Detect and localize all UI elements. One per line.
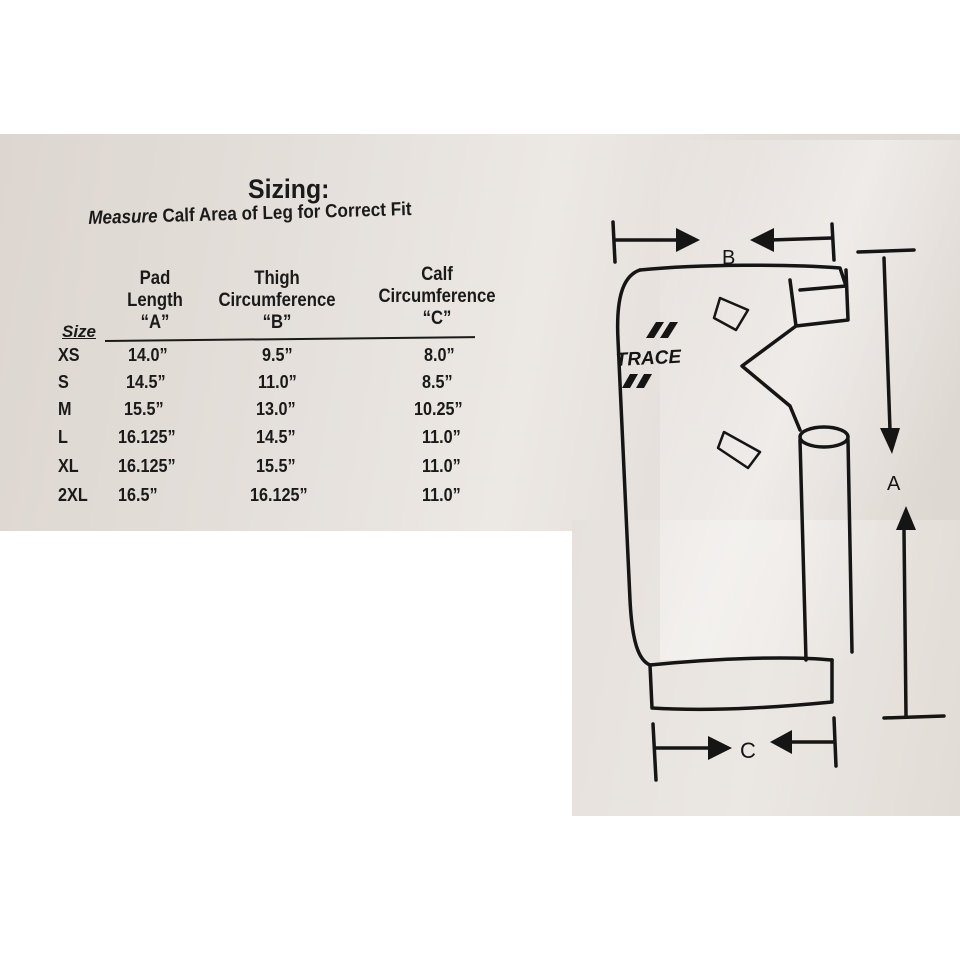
c-arrow-left: [770, 730, 792, 754]
grip-patch-bottom: [716, 430, 762, 470]
header-pad-line2: Length: [127, 290, 183, 311]
b-left-tick: [611, 220, 617, 264]
header-calf-circumference: Calf Circumference “C”: [362, 264, 512, 330]
calf-cell: 8.0”: [424, 345, 455, 365]
a-arrow-up: [896, 506, 916, 530]
size-cell: S: [58, 372, 69, 392]
sleeve-notch: [740, 278, 802, 432]
thigh-cell: 9.5”: [262, 345, 293, 365]
table-row: XS 14.0” 9.5” 8.0”: [0, 345, 560, 371]
trace-logo: TRACE: [615, 347, 683, 371]
sleeve-strap-left: [798, 438, 808, 662]
header-thigh-line2: Circumference: [218, 290, 336, 311]
header-pad-line1: Pad: [139, 268, 171, 289]
thigh-cell: 16.125”: [250, 485, 308, 505]
calf-cell: 11.0”: [422, 427, 461, 447]
table-row: S 14.5” 11.0” 8.5”: [0, 372, 560, 398]
label-c: C: [740, 738, 756, 763]
table-row: 2XL 16.5” 16.125” 11.0”: [0, 485, 560, 511]
size-cell: M: [58, 399, 72, 419]
sleeve-top-flap: [794, 268, 850, 328]
paper-lower-right: [572, 520, 960, 816]
thigh-cell: 11.0”: [258, 372, 297, 392]
header-size: Size: [62, 322, 97, 341]
sleeve-bottom-seam: [648, 656, 834, 667]
size-cell: L: [58, 427, 68, 447]
c-left-tick: [651, 722, 658, 782]
logo-stripe-4: [636, 374, 652, 388]
header-pad-line3: “A”: [140, 312, 170, 333]
table-row: M 15.5” 13.0” 10.25”: [0, 399, 560, 425]
size-cell: 2XL: [58, 485, 88, 505]
logo-stripe-1: [646, 322, 664, 338]
sleeve-top-edge: [638, 263, 848, 292]
sleeve-strap-right: [846, 438, 854, 654]
sleeve-cuff: [648, 658, 834, 712]
logo-stripe-3: [622, 374, 638, 388]
header-calf-line1: Calf: [421, 264, 453, 285]
strap-roll: [798, 425, 850, 449]
a-arrow-down: [880, 428, 900, 454]
pad-length-cell: 14.5”: [126, 372, 166, 392]
pad-length-cell: 16.125”: [118, 456, 176, 476]
thigh-cell: 14.5”: [256, 427, 296, 447]
header-thigh-line3: “B”: [262, 312, 292, 333]
b-arrow-left: [750, 228, 774, 252]
size-cell: XL: [58, 456, 79, 476]
table-row: XL 16.125” 15.5” 11.0”: [0, 456, 560, 482]
header-calf-line2: Circumference: [378, 286, 496, 307]
grip-patch-top: [712, 296, 750, 332]
pad-length-cell: 16.5”: [118, 485, 158, 505]
pad-length-cell: 16.125”: [118, 427, 176, 447]
b-arrow-right: [676, 228, 700, 252]
size-cell: XS: [58, 345, 80, 365]
table-row: L 16.125” 14.5” 11.0”: [0, 427, 560, 453]
label-a: A: [887, 473, 901, 495]
calf-cell: 10.25”: [414, 399, 463, 419]
a-bottom-tick: [882, 714, 946, 720]
c-arrow-right: [708, 736, 732, 760]
b-right-line: [768, 236, 834, 242]
pad-length-cell: 14.0”: [128, 345, 168, 365]
sleeve-left-edge: [615, 268, 652, 667]
calf-cell: 11.0”: [422, 485, 461, 505]
a-top-line: [882, 256, 892, 432]
logo-stripe-2: [660, 322, 678, 338]
header-pad-length: Pad Length “A”: [120, 268, 190, 334]
a-bottom-line: [902, 528, 908, 718]
b-right-tick: [830, 222, 836, 262]
calf-cell: 8.5”: [422, 372, 453, 392]
header-calf-line3: “C”: [422, 308, 452, 329]
thigh-cell: 13.0”: [256, 399, 296, 419]
thigh-cell: 15.5”: [256, 456, 296, 476]
page-title: Sizing:: [248, 174, 330, 204]
calf-cell: 11.0”: [422, 456, 461, 476]
label-b: B: [722, 247, 735, 269]
a-top-tick: [856, 248, 916, 254]
header-thigh-line1: Thigh: [254, 268, 300, 289]
pad-length-cell: 15.5”: [124, 399, 164, 419]
header-thigh-circumference: Thigh Circumference “B”: [202, 268, 352, 334]
